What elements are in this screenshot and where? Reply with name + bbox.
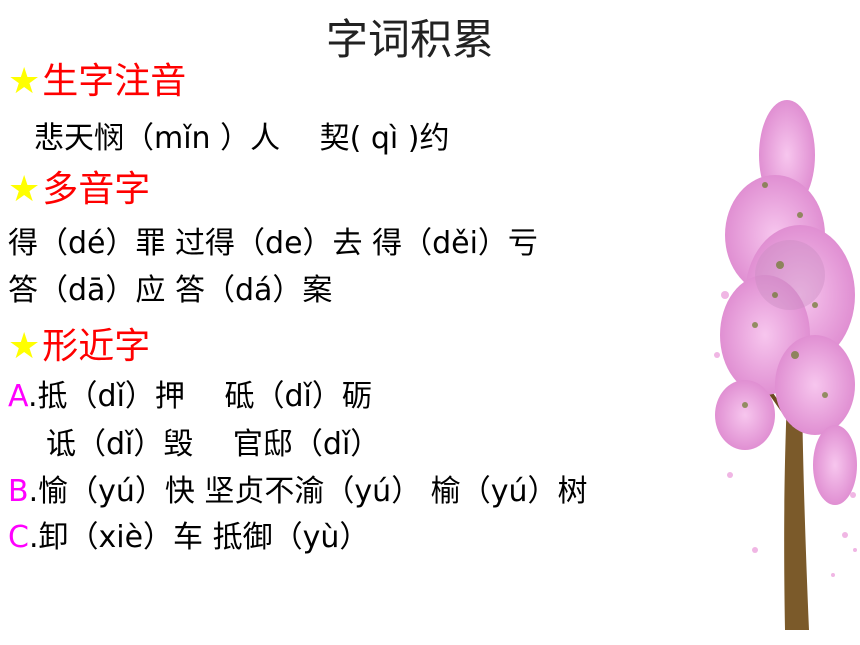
- tree-trunk: [784, 395, 809, 630]
- section-heading-polyphonic: ★多音字: [8, 160, 150, 212]
- heading-text: 形近字: [42, 326, 151, 367]
- option-a-line-1: A.抵（dǐ）押 砥（dǐ）砺: [8, 371, 372, 415]
- polyphonic-line-1: 得（dé）罪 过得（de）去 得（děi）亏: [8, 226, 538, 261]
- option-b-line: B.愉（yú）快 坚贞不渝（yú） 榆（yú）树: [8, 466, 588, 510]
- option-a-line-2: 诋（dǐ）毁 官邸（dǐ）: [46, 427, 381, 462]
- option-b-text: .愉（yú）快 坚贞不渝（yú） 榆（yú）树: [28, 474, 588, 509]
- option-letter-c: C: [8, 520, 29, 555]
- star-icon: ★: [8, 169, 41, 210]
- star-icon: ★: [8, 61, 41, 102]
- blossom-foliage: [714, 100, 857, 577]
- option-a-text: .抵（dǐ）押 砥（dǐ）砺: [28, 379, 372, 414]
- heading-text: 多音字: [42, 169, 151, 210]
- page-title: 字词积累: [325, 15, 494, 64]
- section-heading-pronunciation: ★生字注音: [8, 52, 186, 104]
- option-letter-b: B: [8, 474, 29, 509]
- heading-text: 生字注音: [42, 61, 187, 102]
- polyphonic-line-2: 答（dā）应 答（dá）案: [8, 273, 333, 308]
- option-letter-a: A: [8, 379, 28, 414]
- pronunciation-line: 悲天悯（mǐn ）人 契( qì )约: [34, 121, 450, 156]
- option-c-text: .卸（xiè）车 抵御（yù）: [28, 520, 370, 555]
- star-icon: ★: [8, 326, 41, 367]
- blossom-tree-illustration: [714, 100, 857, 630]
- option-c-line: C.卸（xiè）车 抵御（yù）: [8, 512, 369, 556]
- section-heading-similar-shapes: ★形近字: [8, 317, 150, 369]
